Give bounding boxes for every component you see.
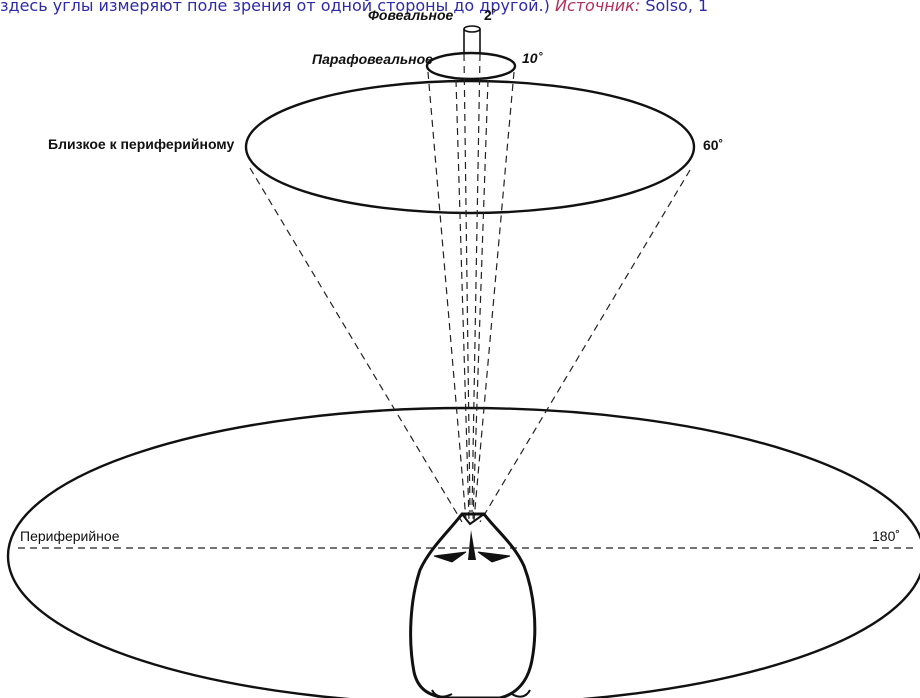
near-peripheral-ellipse [246, 81, 694, 213]
peripheral-label: Периферийное [20, 528, 120, 544]
near-peripheral-angle: 60˚ [703, 137, 723, 153]
head-figure [411, 514, 535, 698]
vision-cone-lines [250, 54, 690, 522]
parafoveal-label: Парафовеальное [312, 51, 433, 67]
foveal-cylinder [464, 26, 480, 53]
peripheral-angle: 180˚ [872, 528, 900, 544]
parafoveal-angle: 10˚ [522, 50, 544, 66]
near-peripheral-label: Близкое к периферийному [48, 136, 234, 152]
parafoveal-ellipse [427, 53, 515, 79]
foveal-angle: 2˚ [484, 7, 496, 23]
foveal-label: Фовеальное [368, 7, 454, 23]
